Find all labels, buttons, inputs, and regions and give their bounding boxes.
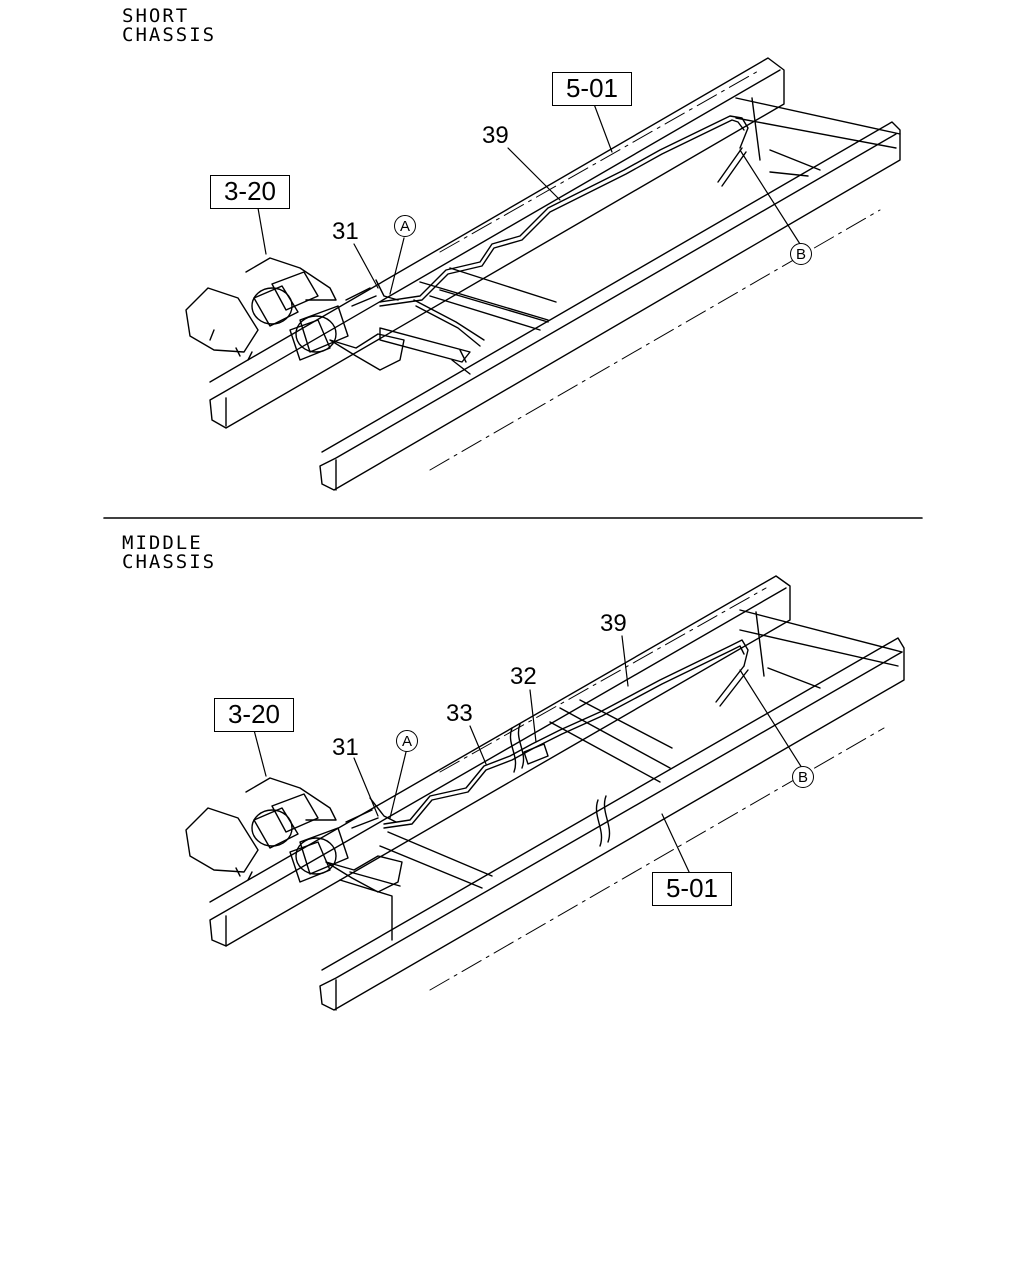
callout-32: 32 bbox=[510, 663, 537, 690]
callout-31: 31 bbox=[332, 734, 359, 761]
callout-33: 33 bbox=[446, 700, 473, 727]
right-frame-rail bbox=[319, 637, 905, 1011]
brake-pipe bbox=[383, 645, 745, 829]
brake-chamber bbox=[253, 793, 319, 849]
cross-member bbox=[419, 267, 557, 331]
callout-39: 39 bbox=[482, 122, 509, 149]
reference-box-5-01[interactable]: 5-01 bbox=[552, 72, 632, 106]
cross-member bbox=[379, 831, 493, 889]
leader-lines bbox=[253, 103, 803, 875]
brake-pipe bbox=[383, 639, 749, 825]
cross-member bbox=[739, 609, 903, 689]
callout-39: 39 bbox=[600, 610, 627, 637]
cross-member bbox=[549, 699, 673, 783]
circle-marker-b: B bbox=[790, 243, 812, 265]
section-heading-line2: CHASSIS bbox=[122, 24, 217, 46]
cross-member bbox=[735, 97, 901, 177]
circle-marker-b: B bbox=[792, 766, 814, 788]
brake-pipe bbox=[379, 119, 745, 307]
spring-hanger bbox=[185, 807, 259, 873]
left-frame-rail bbox=[209, 57, 785, 429]
brake-pipe bbox=[379, 115, 749, 303]
right-frame-rail bbox=[319, 121, 901, 491]
reference-box-3-20[interactable]: 3-20 bbox=[210, 175, 290, 209]
section-heading-line2: CHASSIS bbox=[122, 551, 217, 573]
reference-box-3-20[interactable]: 3-20 bbox=[214, 698, 294, 732]
reference-box-5-01[interactable]: 5-01 bbox=[652, 872, 732, 906]
spring-hanger bbox=[185, 287, 259, 353]
section-heading-line1: MIDDLE bbox=[122, 532, 203, 554]
short-chassis-drawing bbox=[185, 57, 901, 491]
section-heading-line1: SHORT bbox=[122, 5, 190, 27]
middle-chassis-drawing bbox=[185, 575, 905, 1011]
brake-chamber bbox=[253, 271, 319, 327]
callout-31: 31 bbox=[332, 218, 359, 245]
circle-marker-a: A bbox=[396, 730, 418, 752]
circle-marker-a: A bbox=[394, 215, 416, 237]
